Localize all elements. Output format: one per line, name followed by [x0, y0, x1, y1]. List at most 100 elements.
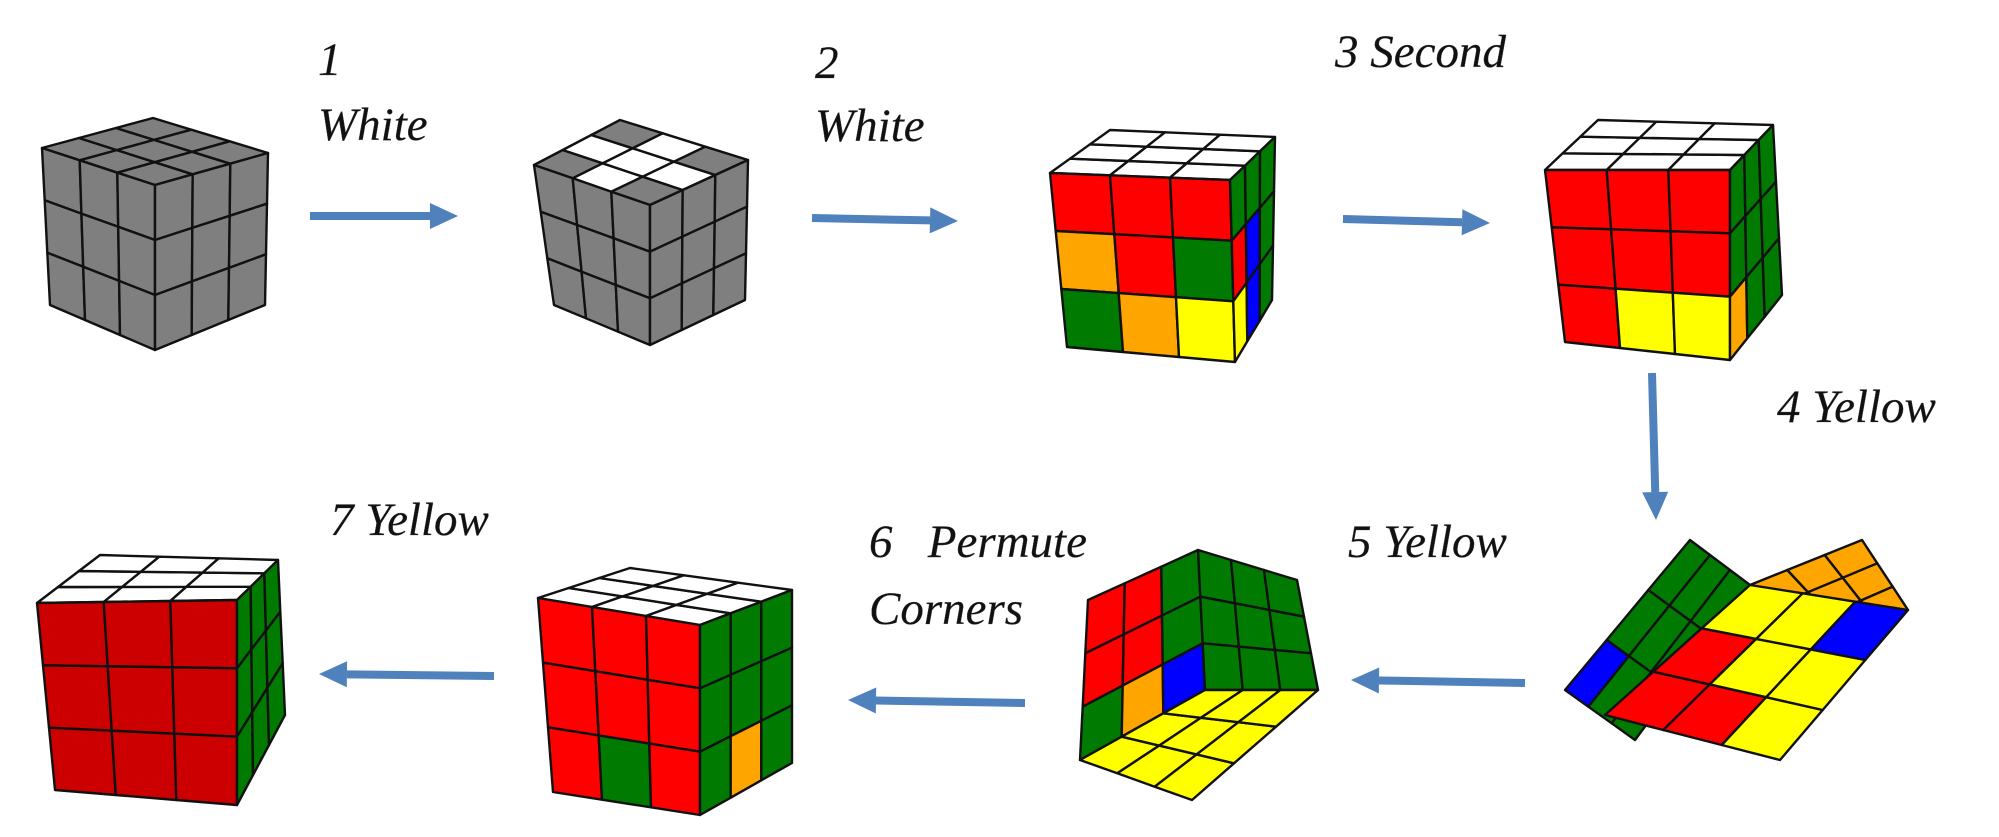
cube-sticker: [1614, 287, 1677, 356]
cube-permute-corners-front-face: [536, 596, 702, 817]
cube-permute-corners-side-face: [698, 588, 794, 817]
step-3-label: 3 Second: [1334, 26, 1506, 78]
step-5-label: 5 Yellow: [1348, 516, 1507, 568]
cube-scrambled: [40, 116, 270, 352]
cube-sticker: [1201, 642, 1244, 692]
cube-white-cross-side-face: [648, 158, 750, 347]
cube-yellow-cross: [1563, 538, 1910, 762]
arrow-6-7: [848, 687, 1026, 714]
cube-sticker: [594, 670, 651, 745]
cube-sticker: [760, 704, 794, 782]
cube-solved-front-face: [35, 598, 239, 807]
cube-white-cross: [532, 118, 750, 347]
step-7-label-line: 7 Yellow: [330, 494, 489, 546]
cube-sticker: [1273, 648, 1320, 692]
cube-second-layer: [1543, 118, 1784, 362]
cube-solved-top-face: [35, 553, 280, 605]
cube-scrambled-side-face: [153, 151, 270, 352]
cube-sticker: [1174, 296, 1237, 364]
step-6-label-line: Corners: [869, 583, 1023, 635]
cube-sticker: [712, 252, 748, 317]
cube-sticker: [1809, 600, 1910, 662]
cube-sticker: [1196, 548, 1237, 605]
cube-white-cross-front-face: [532, 163, 652, 347]
cube-sticker: [1671, 291, 1732, 362]
step-4-label: 4 Yellow: [1777, 381, 1936, 433]
cube-sticker: [1060, 287, 1125, 354]
cube-sticker: [1048, 171, 1116, 236]
cube-sticker: [106, 665, 176, 735]
step-5-label-line: 5 Yellow: [1348, 516, 1507, 568]
cube-solved: [35, 553, 287, 807]
cube-sticker: [590, 605, 649, 681]
cube-white-face-side-face: [1228, 135, 1277, 364]
cube-second-layer-top-face: [1543, 118, 1775, 172]
cube-sticker: [1667, 168, 1732, 235]
step-1-label-line: White: [318, 99, 428, 151]
cube-yellow-face-bottom-face: [1078, 688, 1320, 802]
cube-sticker: [1543, 168, 1613, 231]
cube-sticker: [1054, 229, 1120, 295]
cube-sticker: [1557, 283, 1622, 350]
arrows-layer: [310, 203, 1669, 714]
cube-sticker: [1268, 608, 1313, 655]
cubes-layer: [35, 116, 1910, 817]
step-6-label-line: 6 Permute: [869, 516, 1087, 568]
cube-second-layer-front-face: [1543, 168, 1732, 362]
cube-sticker: [1117, 291, 1181, 359]
cube-sticker: [1199, 595, 1241, 648]
cube-sticker: [541, 661, 600, 737]
cube-sticker: [169, 598, 239, 670]
cube-scrambled-front-face: [40, 146, 157, 352]
cube-yellow-face: [1078, 548, 1320, 802]
cube-sticker: [1761, 237, 1784, 318]
cube-sticker: [1168, 176, 1233, 242]
cube-sticker: [597, 734, 653, 809]
cube-sticker: [227, 253, 268, 322]
arrow-3-4: [1342, 209, 1490, 236]
cube-sticker: [266, 662, 287, 747]
cube-sticker: [1605, 168, 1672, 233]
arrow-5-6: [1351, 667, 1526, 694]
cube-sticker: [1237, 645, 1282, 692]
cube-white-face-front-face: [1048, 171, 1237, 364]
cube-sticker: [1113, 232, 1178, 299]
cube-sticker: [1108, 174, 1175, 239]
step-1-label-line: 1: [318, 34, 342, 86]
arrow-4-5: [1642, 372, 1669, 520]
step-7-label: 7 Yellow: [330, 494, 489, 546]
cube-sticker: [35, 600, 109, 668]
cube-sticker: [644, 614, 702, 690]
cube-sticker: [110, 729, 178, 802]
arrow-7-8: [319, 661, 495, 688]
cube-second-layer-side-face: [1728, 123, 1784, 362]
cube-sticker: [102, 599, 174, 669]
cube-yellow-face-right-face: [1196, 548, 1320, 692]
arrow-2-3: [811, 207, 958, 234]
cube-sticker: [1669, 230, 1732, 298]
cube-sticker: [646, 678, 702, 753]
cube-permute-corners: [536, 566, 794, 817]
step-4-label-line: 4 Yellow: [1777, 381, 1936, 433]
cube-sticker: [47, 726, 117, 797]
cube-sticker: [153, 280, 194, 352]
cube-sticker: [1609, 228, 1675, 294]
step-3-label-line: 3 Second: [1334, 26, 1506, 78]
arrow-1-2: [310, 203, 458, 229]
cube-sticker: [41, 664, 113, 732]
cube-sticker: [1258, 244, 1275, 322]
cube-sticker: [171, 666, 239, 738]
cube-yellow-cross-bottom-face: [1603, 583, 1910, 762]
cube-sticker: [1550, 226, 1617, 290]
cube-sticker: [546, 726, 604, 801]
cube-white-face: [1048, 128, 1277, 364]
cube-sticker: [648, 742, 702, 817]
cube-sticker: [173, 732, 239, 807]
step-2-label-line: White: [815, 100, 925, 152]
step-2-label-line: 2: [815, 37, 839, 89]
